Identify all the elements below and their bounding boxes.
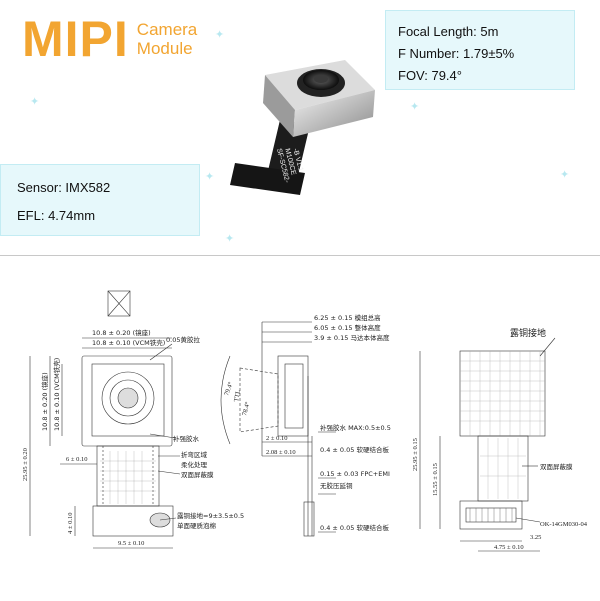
logo-caption-line1: Camera [136,20,198,39]
fov-label-1: 79.4° [223,381,234,397]
dim-front-w2: 10.8 ± 0.10 (VCM铁壳) [92,338,165,347]
dim-front-h2: 10.8 ± 0.10 (VCM铁壳) [52,358,61,431]
sparkle-icon: ✦ [225,233,235,245]
dim-side-7: 0.15 ± 0.03 FPC+EMI [320,470,390,478]
note-back-shield: 双面屏蔽膜 [540,462,573,471]
spec-panel-sensor: Sensor: IMX582 EFL: 4.74mm [0,164,200,236]
dim-back-h2: 15.55 ± 0.15 [432,463,439,496]
fov-label-3: 78.4° [241,401,251,417]
back-view [419,337,556,552]
logo-caption: Camera Module [137,20,197,58]
note-front-bend2: 柔化处理 [181,460,208,469]
front-lens-outer [101,371,155,425]
dim-front-h1: 10.8 ± 0.20 (镜座) [40,372,49,431]
note-front-fill: 补强胶水 [173,434,200,443]
logo-mipi: MIPI [22,11,129,67]
front-top-tab [107,290,131,317]
dim-front-bottom-w: 9.5 ± 0.10 [118,540,144,547]
dim-back-w2: 4.75 ± 0.10 [494,544,524,551]
side-fov-cone [239,367,279,433]
note-side-8: 无胶压延铜 [320,481,353,490]
camera-module-photo: SF-SC582- M100CE -B V1.1 [230,60,375,195]
note-front-glue: 0.05黄胶拉 [166,335,200,344]
sparkle-icon: ✦ [410,101,420,113]
connector-board [230,163,305,195]
dim-side-1: 6.25 ± 0.15 模组总高 [314,313,381,322]
note-side-glue: 补强胶水 MAX:0.5±0.5 [320,423,391,432]
brand-logo: MIPI Camera Module [22,14,197,64]
dim-side-6: 0.4 ± 0.05 软硬结合板 [320,445,389,454]
side-view [220,321,336,537]
back-connector-part: OK-14GM030-04 [540,521,588,528]
vcm-housing-left [263,75,295,137]
back-housing [459,350,546,437]
dim-side-9: 0.4 ± 0.05 软硬结合板 [320,523,389,532]
dim-front-connector-h: 4 ± 0.10 [67,513,74,534]
spec-f-number: F Number: 1.79±5% [398,46,515,61]
dim-front-total: 25.95 ± 0.20 [22,448,29,481]
note-front-exposed1: 露铜接地=9±3.5±0.5 [177,511,244,520]
sparkle-icon: ✦ [205,171,215,183]
dim-back-total: 25.95 ± 0.15 [412,438,419,471]
back-fpc [477,435,529,502]
lens-center [314,75,328,83]
sparkle-icon: ✦ [30,96,40,108]
note-front-shield: 双面屏蔽膜 [181,470,214,479]
spec-fov: FOV: 79.4° [398,68,462,83]
sparkle-icon: ✦ [560,169,570,181]
dim-back-w1: 3.25 [530,534,541,541]
note-front-exposed2: 单面硬质泡棉 [177,521,217,530]
sparkle-icon: ✦ [215,29,225,41]
dim-front-fpc-width: 6 ± 0.10 [66,456,87,463]
back-title: 露铜接地 [510,327,546,339]
dim-side-5: 2.08 ± 0.10 [266,449,296,456]
dim-side-2: 6.05 ± 0.15 整体高度 [314,323,381,332]
dim-side-4: 2 ± 0.10 [266,435,287,442]
front-view [29,290,181,549]
technical-drawing: 10.8 ± 0.20 (镜座) 10.8 ± 0.10 (VCM铁壳) 0.0… [0,255,600,601]
front-connector-board [92,505,174,537]
spec-focal-length: Focal Length: 5m [398,24,499,39]
spec-sensor: Sensor: IMX582 [17,180,111,195]
spec-efl: EFL: 4.74mm [17,208,96,223]
note-front-bend1: 折弯区域 [181,450,208,459]
logo-caption-line2: Module [136,39,193,58]
product-banner: ✦ ✦ ✦ ✦ ✦ ✦ MIPI Camera Module Focal Len… [0,0,600,250]
side-housing [277,355,309,437]
dim-front-w1: 10.8 ± 0.20 (镜座) [92,328,151,337]
vcm-housing-front [293,90,375,137]
dim-side-3: 3.9 ± 0.15 马达本体高度 [314,333,390,342]
fov-label-2: TTL [233,389,242,402]
back-connector [459,500,523,530]
spec-panel-optics: Focal Length: 5m F Number: 1.79±5% FOV: … [385,10,575,90]
front-fpc [96,445,160,507]
